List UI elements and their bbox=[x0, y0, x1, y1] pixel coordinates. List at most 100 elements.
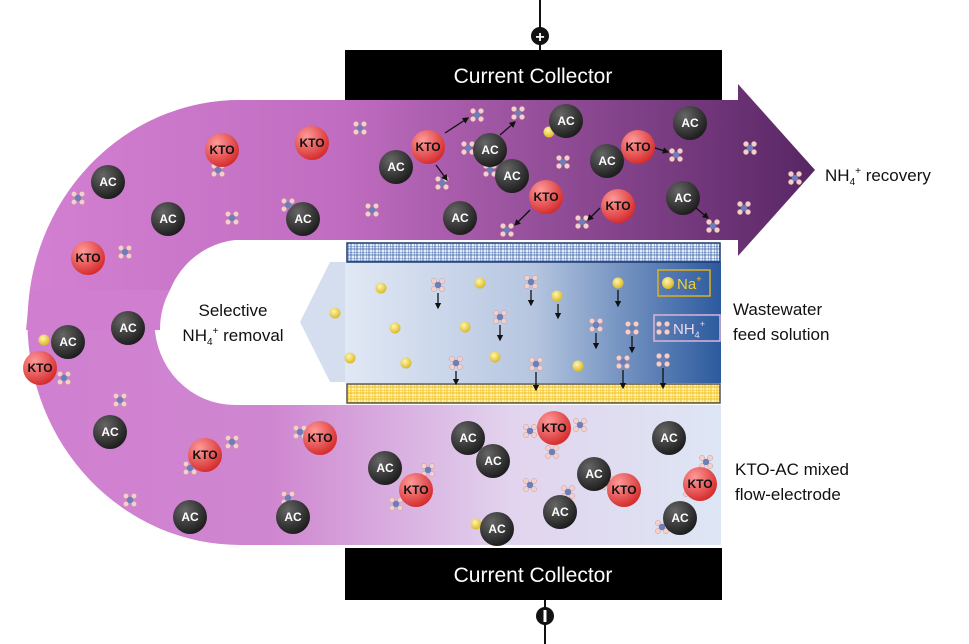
current-collector-bottom bbox=[345, 548, 722, 600]
nh4-ion bbox=[706, 219, 720, 233]
particle-label: AC bbox=[459, 431, 477, 445]
kto-particle: KTO bbox=[303, 421, 337, 455]
particle-label: KTO bbox=[192, 448, 217, 462]
nh4-ion bbox=[449, 356, 463, 370]
nh4-ion bbox=[743, 141, 757, 155]
current-collector-top bbox=[345, 50, 722, 100]
legend-na-sup: + bbox=[696, 274, 701, 284]
na-ion-icon bbox=[662, 277, 674, 289]
nh4-ion bbox=[625, 321, 639, 335]
nh4-ion bbox=[71, 191, 85, 205]
particle-label: KTO bbox=[403, 483, 428, 497]
ac-particle: AC bbox=[368, 451, 402, 485]
na-ion bbox=[470, 518, 482, 530]
particle-label: AC bbox=[484, 454, 502, 468]
ac-particle: AC bbox=[480, 512, 514, 546]
legend-na-label: Na bbox=[677, 276, 697, 293]
current-collector-top-label: Current Collector bbox=[454, 65, 613, 88]
particle-label: AC bbox=[119, 321, 137, 335]
nh4-ion bbox=[737, 201, 751, 215]
nh4-ion bbox=[573, 418, 587, 432]
nh4-ion bbox=[113, 393, 127, 407]
nh4-ion bbox=[431, 278, 445, 292]
particle-label: AC bbox=[681, 116, 699, 130]
nh4-ion bbox=[470, 108, 484, 122]
ac-particle: AC bbox=[590, 144, 624, 178]
nh4-ion bbox=[788, 171, 802, 185]
na-ion bbox=[38, 334, 50, 346]
na-ion bbox=[489, 351, 501, 363]
nh4-ion bbox=[57, 371, 71, 385]
particle-label: KTO bbox=[75, 251, 100, 265]
ac-particle: AC bbox=[577, 457, 611, 491]
particle-label: KTO bbox=[625, 140, 650, 154]
legend-na bbox=[657, 269, 711, 297]
particle-label: AC bbox=[551, 505, 569, 519]
nh4-ion bbox=[225, 211, 239, 225]
legend-nh4 bbox=[653, 314, 721, 342]
nh4-ion bbox=[365, 203, 379, 217]
ac-particle: AC bbox=[549, 104, 583, 138]
kto-particle: KTO bbox=[71, 241, 105, 275]
nh4-ion bbox=[575, 215, 589, 229]
ac-particle: AC bbox=[286, 202, 320, 236]
current-collector-bottom-label: Current Collector bbox=[454, 564, 613, 587]
nh4-ion bbox=[523, 424, 537, 438]
electrode-label-line1: KTO-AC mixed bbox=[735, 460, 849, 479]
na-ion bbox=[551, 290, 563, 302]
ac-particle: AC bbox=[93, 415, 127, 449]
particle-label: AC bbox=[451, 211, 469, 225]
particle-label: KTO bbox=[415, 140, 440, 154]
ac-particle: AC bbox=[379, 150, 413, 184]
particle-label: AC bbox=[660, 431, 678, 445]
negative-sign bbox=[543, 610, 547, 622]
na-ion bbox=[375, 282, 387, 294]
nh4-ion bbox=[500, 223, 514, 237]
nh4-ion bbox=[589, 318, 603, 332]
migration-arrow bbox=[435, 164, 448, 182]
particle-label: KTO bbox=[541, 421, 566, 435]
particle-label: KTO bbox=[687, 477, 712, 491]
migration-arrow bbox=[499, 121, 516, 136]
migration-arrow bbox=[514, 209, 531, 226]
particle-label: AC bbox=[488, 522, 506, 536]
ac-particle: AC bbox=[543, 495, 577, 529]
feed-flow-arrow bbox=[300, 262, 345, 382]
particle-label: AC bbox=[503, 169, 521, 183]
legend-nh4-label: NH bbox=[673, 321, 695, 338]
ac-particle: AC bbox=[111, 311, 145, 345]
na-ion bbox=[572, 360, 584, 372]
cation-exchange-membrane-bottom bbox=[346, 383, 721, 404]
particle-label: KTO bbox=[299, 136, 324, 150]
na-ion bbox=[329, 307, 341, 319]
na-ion bbox=[400, 357, 412, 369]
nh4-ion bbox=[493, 310, 507, 324]
nh4-ion bbox=[523, 478, 537, 492]
nh4-ion bbox=[656, 353, 670, 367]
particle-label: KTO bbox=[209, 143, 234, 157]
kto-particle: KTO bbox=[607, 473, 641, 507]
kto-particle: KTO bbox=[23, 351, 57, 385]
particle-label: AC bbox=[674, 191, 692, 205]
particle-label: AC bbox=[59, 335, 77, 349]
na-ion bbox=[344, 352, 356, 364]
cation-exchange-membrane-top bbox=[346, 242, 721, 263]
wastewater-label-line1: Wastewater bbox=[733, 300, 822, 319]
legend-nh4-sup: + bbox=[700, 319, 705, 329]
particle-label: AC bbox=[101, 425, 119, 439]
particle-label: AC bbox=[598, 154, 616, 168]
nh4-ion bbox=[353, 121, 367, 135]
nh4-ion bbox=[561, 485, 575, 499]
nh4-ion bbox=[699, 455, 713, 469]
ac-particle: AC bbox=[673, 106, 707, 140]
na-ion bbox=[474, 277, 486, 289]
nh4-ion bbox=[118, 245, 132, 259]
na-ion bbox=[389, 322, 401, 334]
ac-particle: AC bbox=[473, 133, 507, 167]
nh4-ion bbox=[616, 355, 630, 369]
positive-terminal-icon bbox=[531, 27, 549, 45]
particle-label: AC bbox=[159, 212, 177, 226]
ac-particle: AC bbox=[451, 421, 485, 455]
nh4-ion bbox=[225, 435, 239, 449]
